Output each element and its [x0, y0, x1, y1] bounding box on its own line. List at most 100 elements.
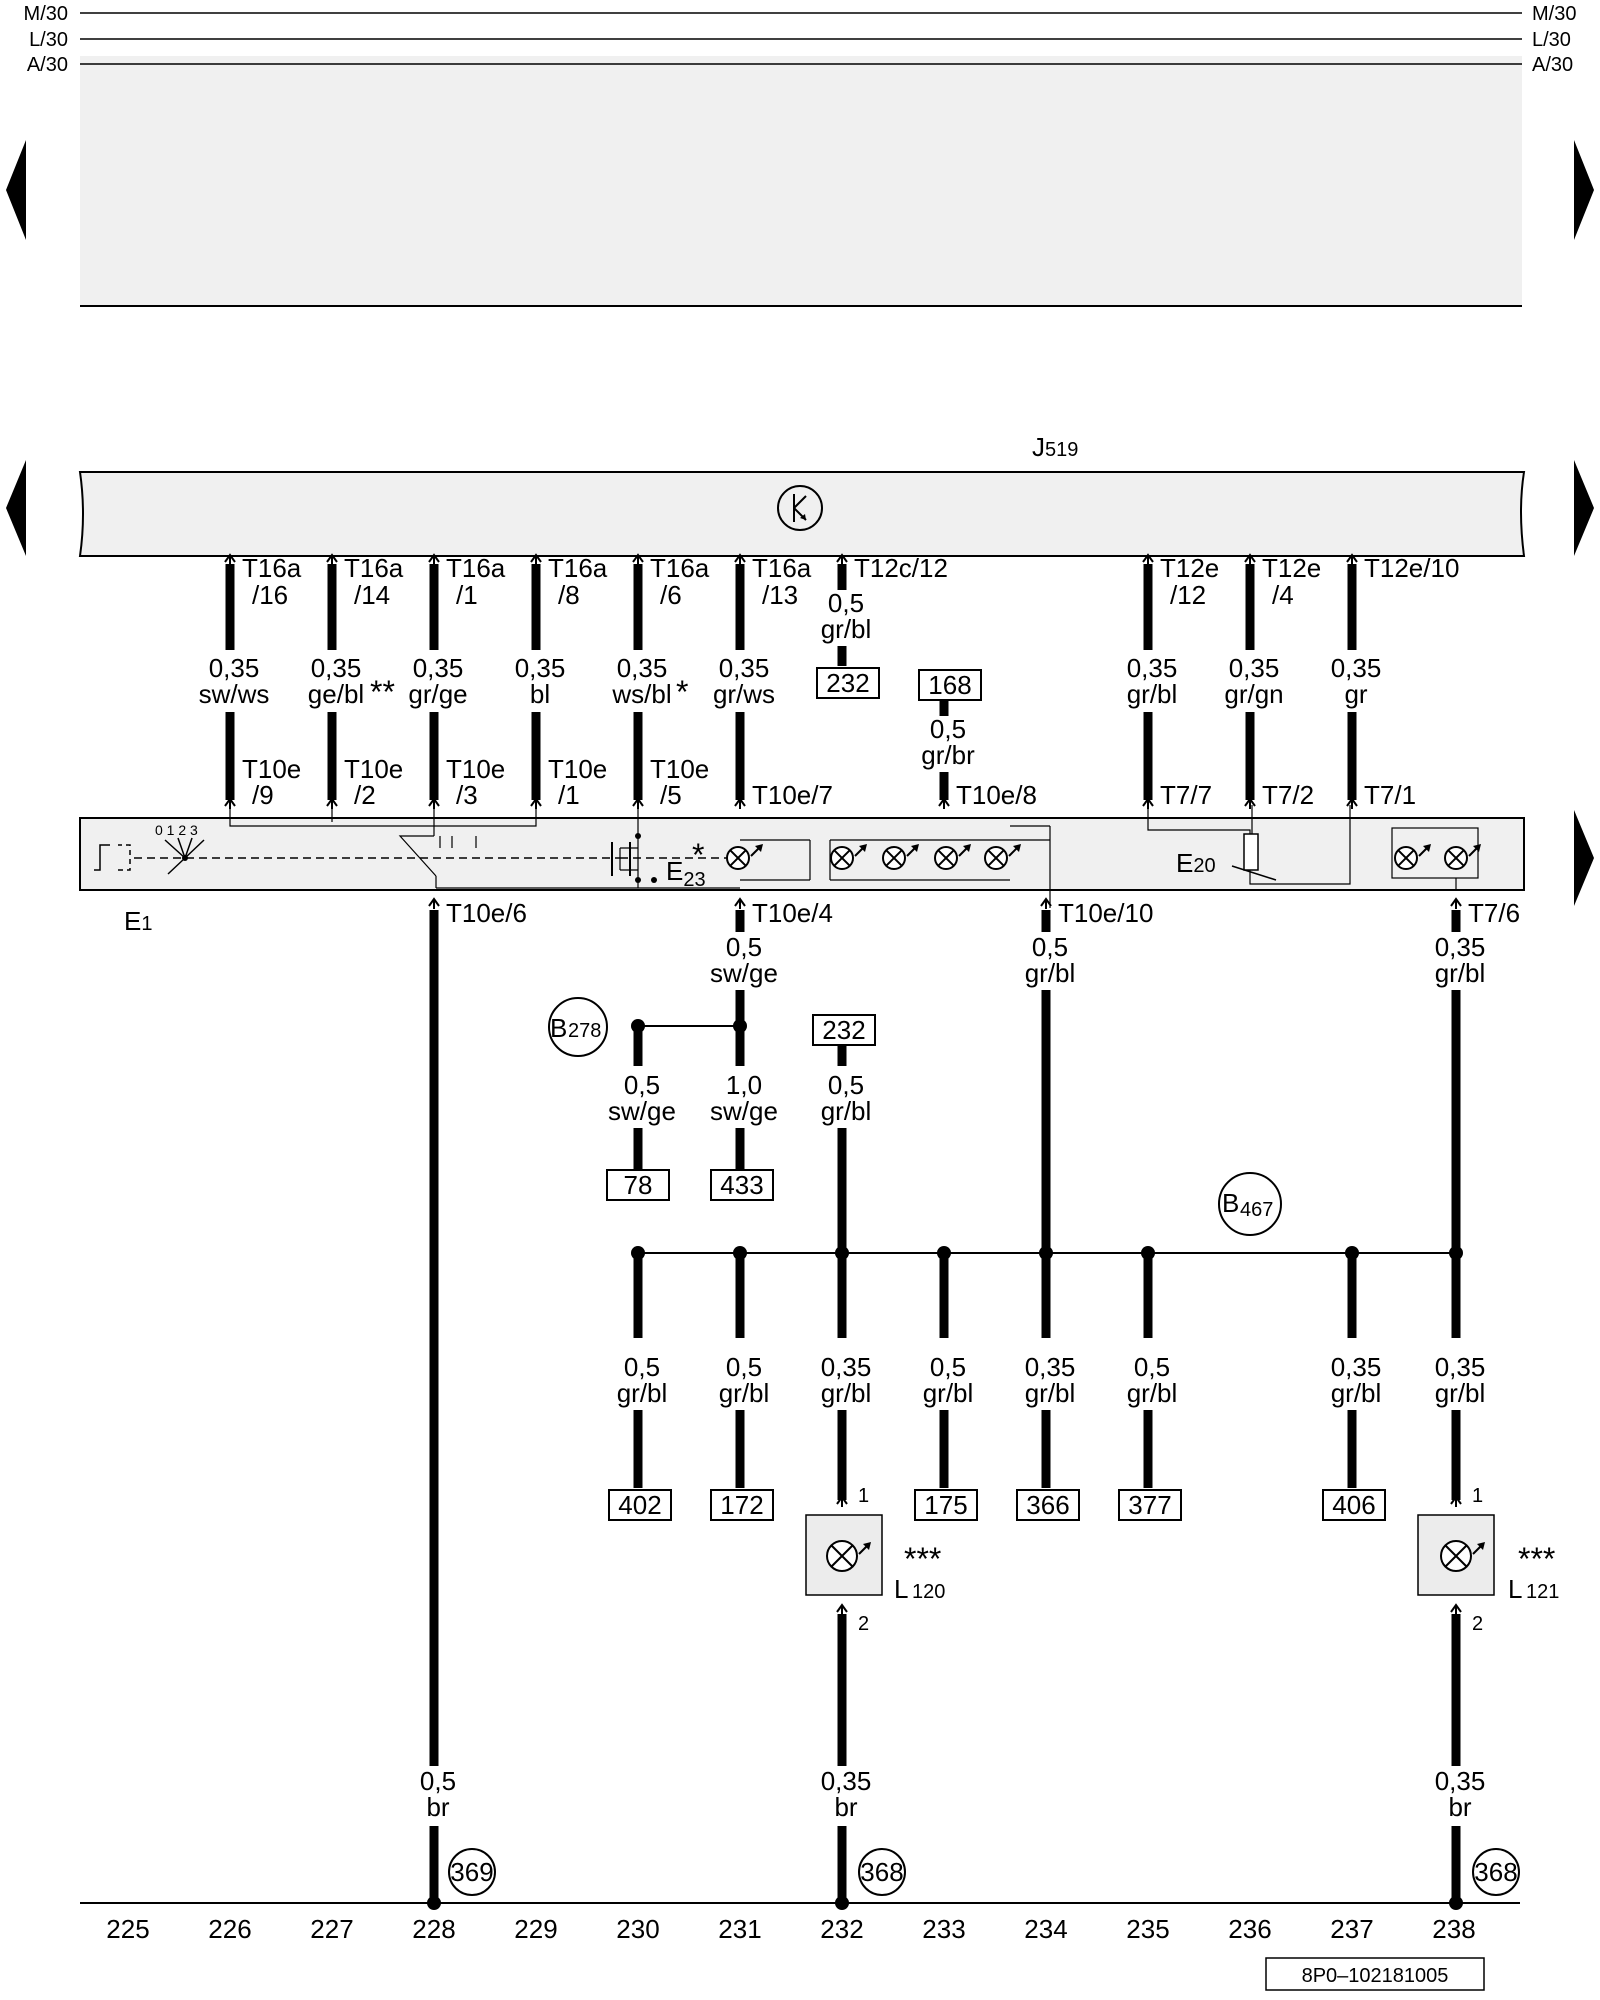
indicator-lamp-icon — [934, 844, 971, 870]
wire-color: gr/bl — [1025, 1378, 1076, 1408]
l121-label: L — [1508, 1574, 1522, 1604]
ref-number: 366 — [1026, 1490, 1069, 1520]
pin-label-2: /12 — [1170, 580, 1206, 610]
b278-sub: 278 — [568, 1020, 601, 1042]
lamp-pin: 2 — [1472, 1613, 1483, 1635]
pin-label: T16a — [548, 553, 608, 583]
pin-label: T16a — [242, 553, 302, 583]
column-number: 227 — [310, 1914, 353, 1944]
ref-box — [608, 1489, 672, 1521]
wire-size: 0,5 — [726, 932, 762, 962]
e20-potentiometer-icon — [1243, 833, 1259, 871]
wire-size: 0,35 — [1025, 1352, 1076, 1382]
wire-size: 0,35 — [515, 653, 566, 683]
note-mark: ** — [370, 674, 395, 710]
pin-label: T7/7 — [1160, 780, 1212, 810]
ref-number: 172 — [720, 1490, 763, 1520]
wire-color: sw/ge — [710, 1096, 778, 1126]
ref-box — [710, 1489, 774, 1521]
wire-color: gr/bl — [821, 1378, 872, 1408]
column-number: 237 — [1330, 1914, 1373, 1944]
ref-number: 402 — [618, 1490, 661, 1520]
lamp-ray-head — [1423, 844, 1431, 852]
page-next-arrow-icon[interactable] — [1574, 140, 1594, 240]
wire-color: gr/bl — [923, 1378, 974, 1408]
pin-label: T7/1 — [1364, 780, 1416, 810]
e1-lamps — [726, 844, 1481, 870]
pin-label: T12e — [1160, 553, 1219, 583]
wire-color: gr/ws — [713, 679, 775, 709]
ground-point-icon — [858, 1848, 906, 1896]
continue-right-arrow-icon-2[interactable] — [1574, 810, 1594, 906]
column-number: 236 — [1228, 1914, 1271, 1944]
continue-left-arrow-icon[interactable] — [6, 460, 26, 556]
wire-color: gr/bl — [1025, 958, 1076, 988]
column-number: 225 — [106, 1914, 149, 1944]
column-number: 232 — [820, 1914, 863, 1944]
lamp-ray-head — [963, 844, 971, 852]
b467-connector-icon — [1218, 1172, 1282, 1236]
rail-label-a-right: A/30 — [1532, 54, 1573, 76]
rail-label-m: M/30 — [24, 3, 68, 25]
column-number: 238 — [1432, 1914, 1475, 1944]
wire-color: ws/bl — [611, 679, 671, 709]
wire-color: gr/bl — [1331, 1378, 1382, 1408]
wire-color: sw/ge — [710, 958, 778, 988]
wire-color: gr/br — [921, 740, 975, 770]
indicator-lamp-icon — [882, 844, 919, 870]
ref-number: 232 — [822, 1015, 865, 1045]
ref-box — [812, 1014, 876, 1046]
wire-color: gr/bl — [1127, 1378, 1178, 1408]
wire-size: 0,35 — [1435, 1352, 1486, 1382]
ref-box — [1322, 1489, 1386, 1521]
l121-note: *** — [1518, 1541, 1555, 1577]
wire-color: ge/bl — [308, 679, 364, 709]
wire-color: gr/bl — [821, 614, 872, 644]
lamp-ray-head — [755, 844, 763, 852]
pin-label: T16a — [344, 553, 404, 583]
pin-label: T10e — [548, 754, 607, 784]
b278-connector-icon — [548, 997, 608, 1057]
wire-size: 0,5 — [1134, 1352, 1170, 1382]
ground-point-number: 368 — [860, 1857, 903, 1887]
indicator-lamp-icon — [1444, 844, 1481, 870]
wire-color: sw/ge — [608, 1096, 676, 1126]
page-prev-arrow-icon[interactable] — [6, 140, 26, 240]
pin-label: T16a — [752, 553, 812, 583]
pin-label-2: /5 — [660, 780, 682, 810]
wire-size: 0,5 — [828, 1070, 864, 1100]
column-number: 226 — [208, 1914, 251, 1944]
indicator-lamp-icon — [1394, 844, 1431, 870]
e23-label: E23 — [666, 856, 706, 891]
e23-star: * — [692, 837, 704, 873]
lamp-cross — [937, 849, 955, 867]
lamp-ray-head — [1473, 844, 1481, 852]
wire-size: 0,35 — [821, 1766, 872, 1796]
ref-box — [710, 1169, 774, 1201]
wire-size: 0,35 — [719, 653, 770, 683]
column-number: 235 — [1126, 1914, 1169, 1944]
column-number: 231 — [718, 1914, 761, 1944]
wire-color: gr/bl — [1435, 958, 1486, 988]
j519-control-unit: J519 — [78, 432, 1526, 557]
l120-lamp-icon — [826, 1540, 871, 1572]
wire-size: 0,5 — [624, 1070, 660, 1100]
pin-label: T10e/10 — [1058, 898, 1153, 928]
indicator-lamp-icon — [830, 844, 867, 870]
rail-label-m-right: M/30 — [1532, 3, 1576, 25]
continue-right-arrow-icon[interactable] — [1574, 460, 1594, 556]
lamp-ray-head — [911, 844, 919, 852]
ground-point-number: 369 — [450, 1857, 493, 1887]
lamp-ray-head — [859, 844, 867, 852]
wire-size: 0,35 — [1229, 653, 1280, 683]
column-number: 234 — [1024, 1914, 1067, 1944]
ref-number: 78 — [624, 1170, 653, 1200]
pin-label-2: /1 — [456, 580, 478, 610]
l120-sub: 120 — [912, 1581, 945, 1603]
e20-label: E20 — [1176, 848, 1216, 878]
wire-color: gr/bl — [1127, 679, 1178, 709]
b467-sub: 467 — [1240, 1199, 1273, 1221]
rail-label-l: L/30 — [29, 29, 68, 51]
